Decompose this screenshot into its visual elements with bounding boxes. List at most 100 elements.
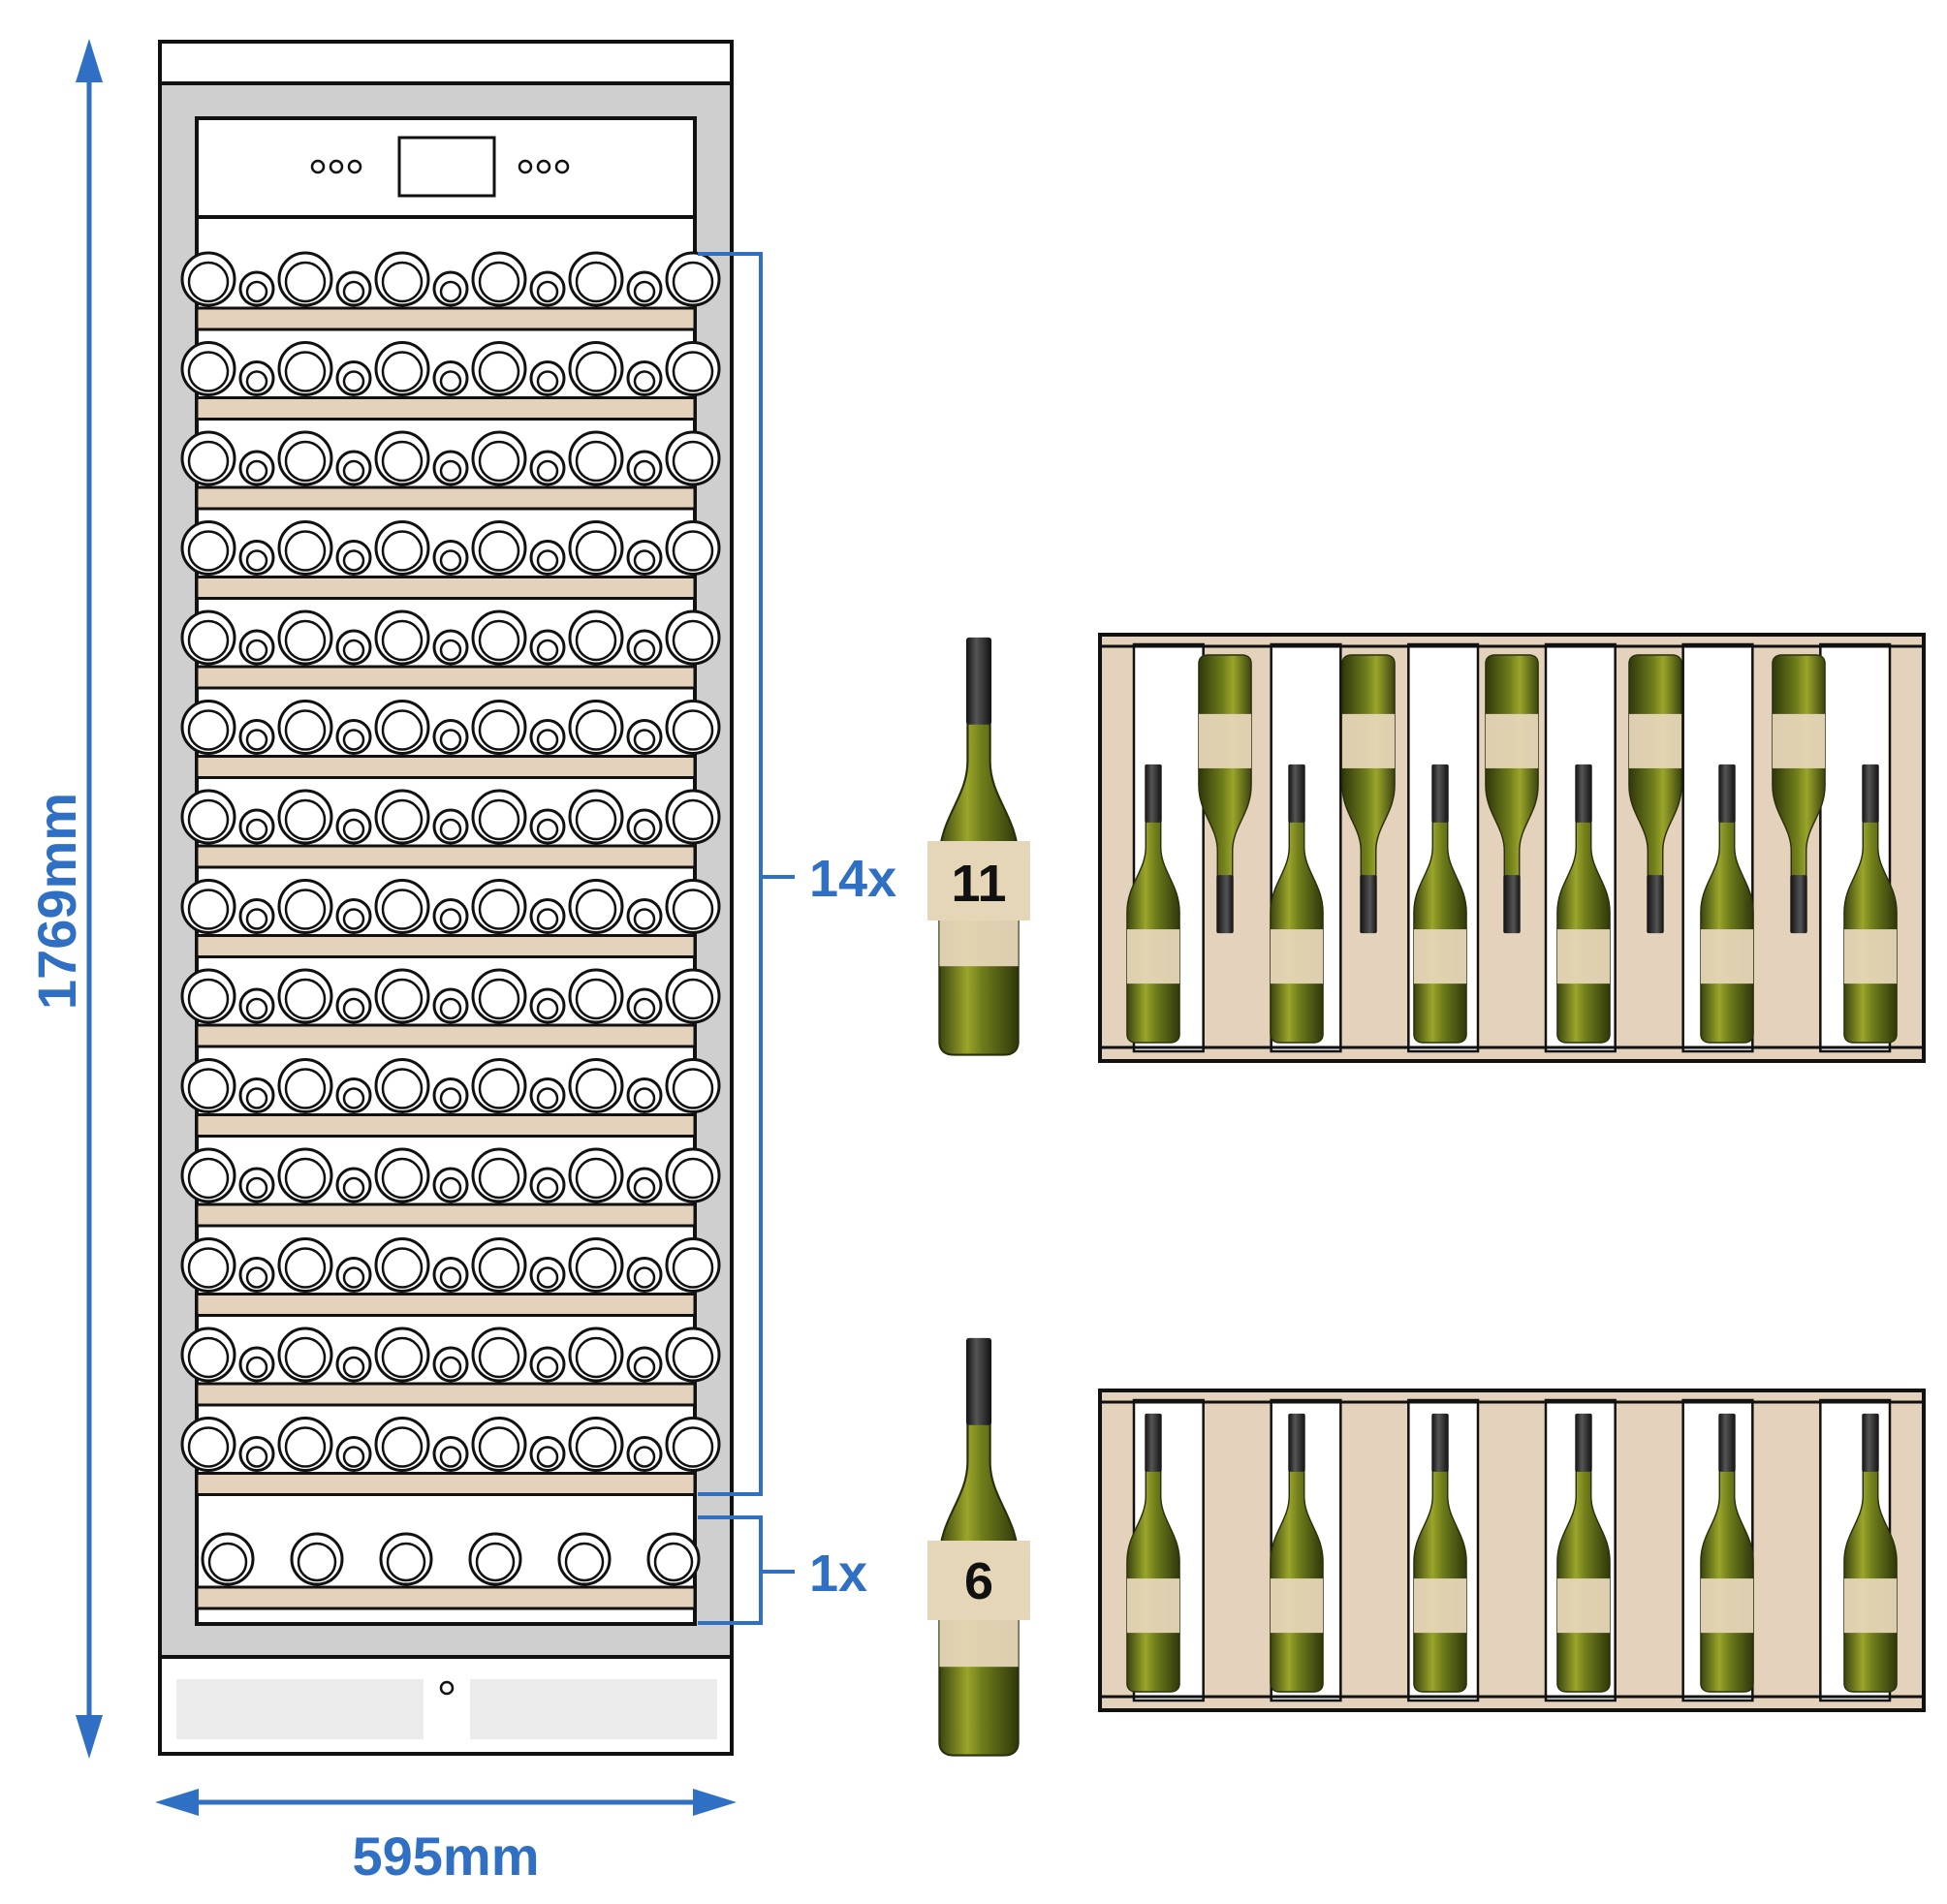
- bottle-end-inner: [672, 1068, 714, 1109]
- cabinet-base: [176, 1679, 717, 1739]
- bottle-end-inner: [564, 1542, 605, 1582]
- bottle-end-inner: [575, 1336, 617, 1379]
- bottle-end-inner: [478, 351, 520, 392]
- bottle-end-inner: [536, 1446, 559, 1468]
- bottle-end-inner: [672, 709, 714, 751]
- bottle-end-inner: [381, 619, 424, 662]
- cabinet-shelf: [180, 1058, 721, 1138]
- bottle-end-inner: [187, 889, 230, 930]
- bottle-end: [374, 609, 430, 666]
- bottle-end-inner: [284, 530, 327, 572]
- bottle-end: [374, 1237, 430, 1293]
- cabinet-shelf: [180, 879, 721, 958]
- control-button[interactable]: [329, 159, 344, 174]
- control-button[interactable]: [518, 159, 533, 174]
- bottle-end: [180, 789, 236, 845]
- control-panel: [197, 136, 695, 219]
- cabinet-shelf: [180, 609, 721, 690]
- bottle-end-inner: [536, 549, 559, 572]
- bottle-end-inner: [245, 1087, 268, 1109]
- control-button[interactable]: [554, 159, 570, 174]
- bottle-end-inner: [342, 280, 365, 303]
- bottle-end: [665, 879, 721, 934]
- bottle-end-inner: [536, 818, 559, 841]
- bottle-end-inner: [187, 978, 230, 1020]
- bottle-end: [568, 251, 624, 307]
- bottle-end-inner: [633, 280, 656, 303]
- bottle-end-inner: [672, 978, 714, 1020]
- bottle-end: [665, 1147, 721, 1203]
- arrow-right-icon: [693, 1789, 737, 1816]
- bottle-end-inner: [187, 709, 230, 751]
- bottle-end-inner: [245, 370, 268, 392]
- shelf-board: [195, 1472, 697, 1496]
- bottle-end-inner: [633, 549, 656, 572]
- width-label: 595mm: [352, 1826, 539, 1887]
- bottle-end: [471, 700, 527, 755]
- bottle-end: [180, 520, 236, 576]
- arrow-down-icon: [76, 1715, 103, 1759]
- bottle-end: [665, 341, 721, 396]
- cabinet-shelf: [180, 430, 721, 511]
- bottle-end: [568, 1327, 624, 1383]
- bottle-end-inner: [284, 978, 327, 1020]
- bottle-end: [568, 1147, 624, 1203]
- bottle-end-inner: [672, 1426, 714, 1468]
- bottle-end: [665, 430, 721, 486]
- bottle-end-inner: [187, 1426, 230, 1468]
- bottle-end: [277, 251, 333, 307]
- bottle-end-inner: [672, 261, 714, 303]
- bottle-end-inner: [245, 1446, 268, 1468]
- bottle-end-inner: [386, 1542, 426, 1582]
- bottle-end-inner: [536, 1176, 559, 1200]
- control-button[interactable]: [536, 159, 551, 174]
- shelf-top-view-lower: [1098, 1389, 1926, 1712]
- bottle-end-inner: [536, 729, 559, 751]
- shelf-board: [195, 485, 697, 511]
- bottle-end-inner: [245, 729, 268, 751]
- shelf-board: [195, 576, 697, 600]
- bottle-end: [568, 1417, 624, 1472]
- bottle-end: [180, 341, 236, 396]
- bottle-end-inner: [381, 530, 424, 572]
- bottle-end-inner: [381, 978, 424, 1020]
- bottle-end-inner: [381, 261, 424, 303]
- bottle-end-inner: [575, 1426, 617, 1468]
- bottle-end-inner: [187, 1336, 230, 1379]
- bottle-end-inner: [187, 261, 230, 303]
- bottle-end-inner: [672, 351, 714, 392]
- bottle-end-inner: [342, 549, 365, 572]
- bottle-end-inner: [245, 1356, 268, 1379]
- bottle-end-inner: [536, 997, 559, 1020]
- bottle-end: [180, 968, 236, 1024]
- bottle-end: [665, 520, 721, 576]
- bottle-end: [471, 1237, 527, 1293]
- bottle-end-inner: [478, 440, 520, 483]
- display-screen: [397, 136, 496, 198]
- bottle-end-inner: [575, 530, 617, 572]
- control-button[interactable]: [347, 159, 362, 174]
- bottle-end: [180, 251, 236, 307]
- cabinet-shelf: [180, 1417, 721, 1496]
- bottle-end: [277, 700, 333, 755]
- bottle-end: [471, 879, 527, 934]
- bottle-end: [471, 1417, 527, 1472]
- shelf-board: [195, 755, 697, 779]
- bottle-end-inner: [633, 639, 656, 662]
- bottle-end: [471, 341, 527, 396]
- bottle-end-inner: [381, 709, 424, 751]
- bottle-end-inner: [633, 908, 656, 930]
- bottle-end-inner: [536, 280, 559, 303]
- bottle-end-inner: [575, 1068, 617, 1109]
- lower-shelf-count: 1x: [809, 1545, 867, 1603]
- bottle-end-inner: [187, 619, 230, 662]
- height-label: 1769mm: [26, 793, 87, 1010]
- bottle-end: [180, 1417, 236, 1472]
- bottle-end-inner: [439, 370, 462, 392]
- bottle-end-inner: [536, 1266, 559, 1289]
- bottle-end: [568, 700, 624, 755]
- control-button[interactable]: [310, 159, 326, 174]
- bottle-end: [374, 789, 430, 845]
- bottle-end-inner: [187, 1157, 230, 1200]
- bottle-end-inner: [575, 619, 617, 662]
